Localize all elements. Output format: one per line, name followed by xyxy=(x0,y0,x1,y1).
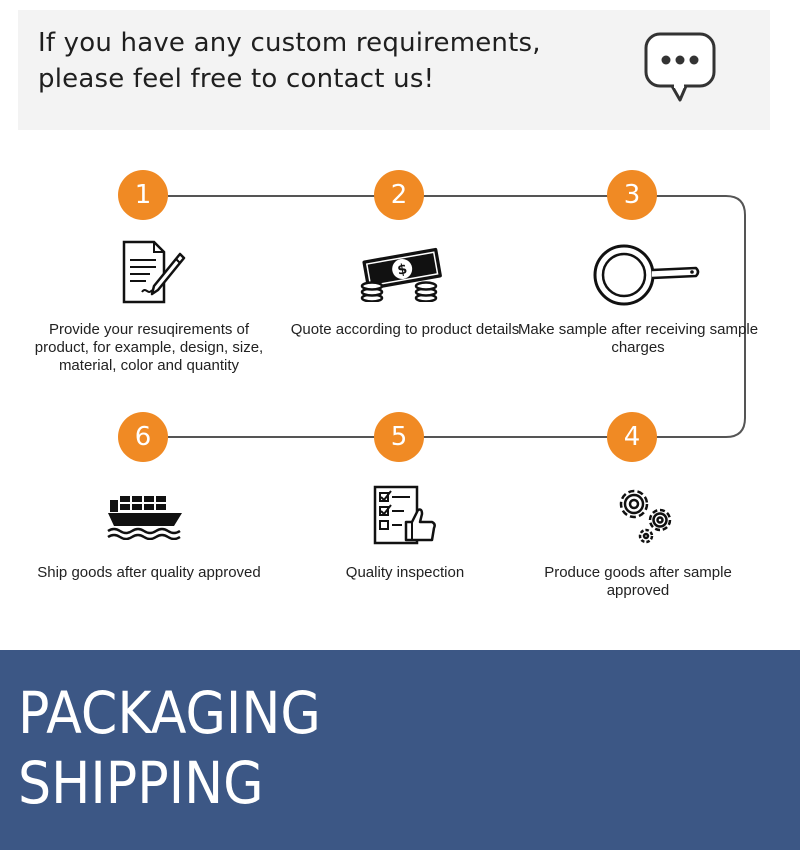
checklist-thumbs-up-icon xyxy=(373,485,436,545)
step-1-text: Provide your resuqirements of product, f… xyxy=(34,321,264,374)
section-title-line-2: SHIPPING xyxy=(18,749,264,817)
process-connector-line xyxy=(168,195,746,438)
step-2-badge: 2 xyxy=(374,170,424,220)
step-4-badge: 4 xyxy=(607,412,657,462)
step-3-badge: 3 xyxy=(607,170,657,220)
section-title: PACKAGING SHIPPING xyxy=(18,678,321,818)
section-title-line-1: PACKAGING xyxy=(18,679,321,747)
step-3-text: Make sample after receiving sample charg… xyxy=(517,321,759,356)
frying-pan-icon xyxy=(593,244,700,306)
step-5-badge: 5 xyxy=(374,412,424,462)
step-4-text: Produce goods after sample approved xyxy=(544,564,732,599)
section-header-band xyxy=(0,650,800,850)
step-6-badge: 6 xyxy=(118,412,168,462)
gears-icon xyxy=(619,489,672,544)
contact-message: If you have any custom requirements, ple… xyxy=(38,25,541,97)
step-6-text: Ship goods after quality approved xyxy=(37,564,261,581)
cargo-ship-icon xyxy=(107,496,182,540)
step-2-text: Quote according to product details xyxy=(290,321,520,338)
contact-message-line-1: If you have any custom requirements, xyxy=(38,28,541,58)
contact-message-line-2: please feel free to contact us! xyxy=(38,64,435,94)
step-1-badge: 1 xyxy=(118,170,168,220)
document-pen-icon xyxy=(122,240,186,304)
step-5-text: Quality inspection xyxy=(345,564,465,581)
chat-bubble-icon[interactable] xyxy=(626,28,718,108)
money-coins-icon: $ xyxy=(360,247,442,302)
svg-text:$: $ xyxy=(396,261,408,278)
